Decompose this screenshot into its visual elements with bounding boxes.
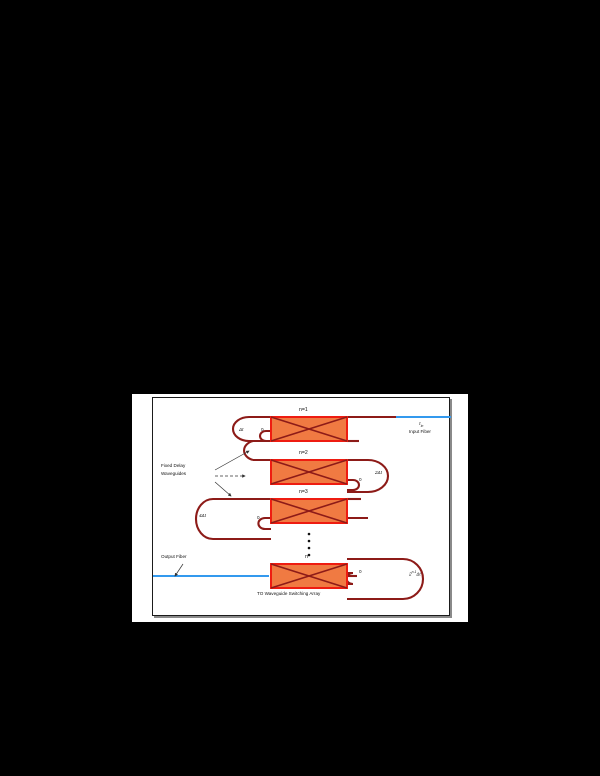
input-fiber-symbol: τin	[419, 421, 424, 428]
row-label-stage-n: n	[305, 554, 308, 560]
diagram-canvas	[153, 415, 451, 601]
bypass-loop-stage-2	[347, 478, 361, 492]
delay-label-stage-1: Δt	[239, 427, 244, 432]
output-fiber-label: Output Fiber	[161, 554, 187, 559]
delay-label-stage-3: 4Δt	[199, 513, 206, 518]
delay-label-stage-n: 2n-1Δt	[409, 570, 421, 577]
tau-subscript: in	[420, 423, 424, 428]
bypass-label-stage-n: 0	[359, 569, 362, 574]
delay-loop-stage-3	[195, 497, 271, 541]
switch-box-stage-1[interactable]	[270, 416, 348, 442]
delay-label-stage-n-base: 2	[409, 571, 412, 577]
document-paper: n=1 n=2 n=3 n Δt 2Δt 4Δt 2n-1Δt 0 0 0 0 …	[132, 394, 468, 622]
fixed-delay-waveguides-label-line1: Fixed Delay	[161, 463, 186, 468]
switch-box-stage-n[interactable]	[270, 563, 348, 589]
bypass-label-stage-2: 0	[359, 477, 362, 482]
bypass-label-stage-3: 0	[257, 515, 260, 520]
tau-glyph: τ	[419, 421, 421, 426]
link-stage1-stage2	[243, 439, 271, 462]
row-label-stage-3: n=3	[299, 489, 308, 495]
delay-label-stage-n-unit: Δt	[416, 571, 421, 577]
fixed-delay-waveguides-label-line2: Waveguides	[161, 471, 187, 476]
delay-loop-stage-2	[347, 458, 389, 494]
switch-box-stage-3[interactable]	[270, 498, 348, 524]
switch-box-stage-2[interactable]	[270, 459, 348, 485]
output-fiber-leader	[174, 563, 184, 577]
figure-caption: TO Waveguide Switching Array	[257, 591, 321, 596]
waveguide-paths	[195, 415, 424, 601]
row-label-stage-1: n=1	[299, 407, 308, 413]
row-label-stage-2: n=2	[299, 450, 308, 456]
delay-label-stage-n-exponent: n-1	[411, 570, 417, 574]
input-fiber-label: Input Fiber	[409, 429, 431, 434]
delay-loop-stage-n	[347, 557, 424, 601]
bypass-label-stage-1: 0	[261, 427, 264, 432]
bypass-loop-stage-3	[257, 516, 271, 531]
delay-loop-stage-1	[231, 415, 271, 443]
figure-frame: n=1 n=2 n=3 n Δt 2Δt 4Δt 2n-1Δt 0 0 0 0 …	[152, 397, 451, 616]
delay-label-stage-2: 2Δt	[375, 470, 382, 475]
vertical-ellipsis-icon	[307, 532, 311, 557]
callout-leader-lines	[214, 450, 250, 497]
